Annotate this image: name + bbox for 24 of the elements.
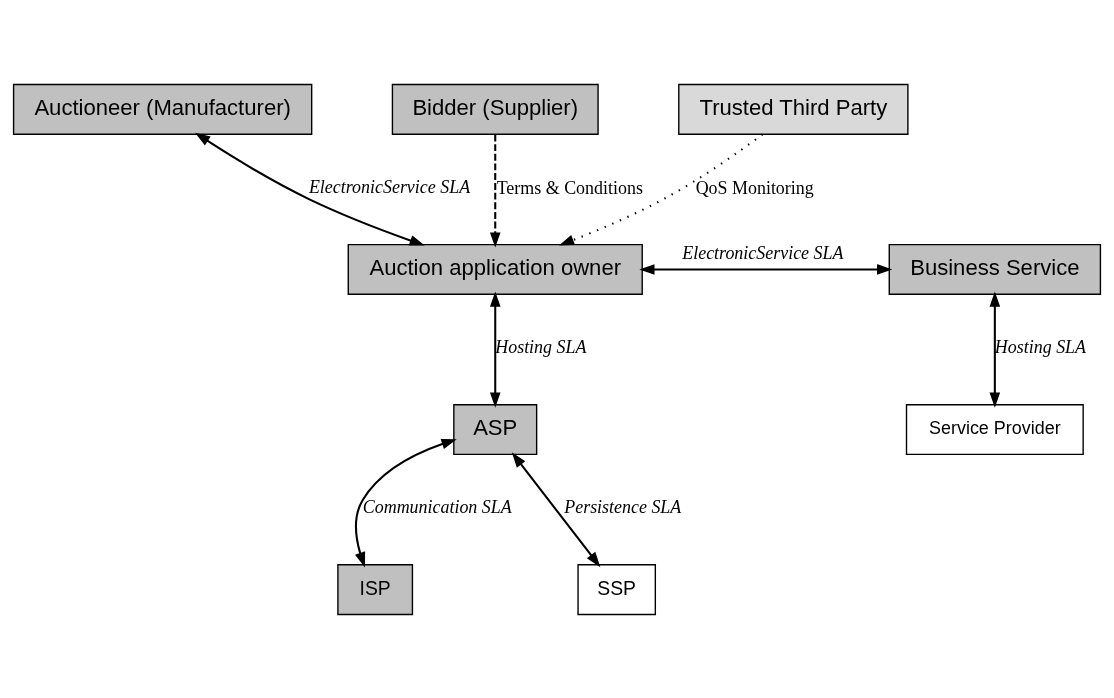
edge-label: Persistence SLA — [564, 496, 682, 517]
arrow — [489, 291, 501, 408]
edge-label: Communication SLA — [362, 496, 512, 517]
edge-label: ElectronicService SLA — [308, 176, 471, 197]
arrow — [639, 263, 893, 275]
arrow — [989, 291, 1001, 408]
edge-label: Terms & Conditions — [496, 177, 643, 198]
node-box: ASP — [453, 403, 538, 455]
edge-label: ElectronicService SLA — [682, 242, 844, 263]
node-box: SSP — [577, 563, 657, 615]
edge-label: Hosting SLA — [495, 336, 587, 357]
arrow — [195, 132, 425, 245]
node-box: Trusted Third Party — [678, 83, 909, 135]
edge-label: QoS Monitoring — [695, 177, 814, 198]
node-box: Service Provider — [905, 403, 1084, 455]
node-box: Bidder (Supplier) — [391, 83, 599, 135]
arrow — [558, 133, 764, 246]
arrow — [511, 451, 601, 567]
node-box: Business Service — [888, 243, 1102, 295]
node-box: ISP — [337, 563, 414, 615]
arrow — [355, 438, 457, 567]
arrow — [489, 134, 501, 248]
node-box: Auction application owner — [347, 243, 643, 295]
node-box: Auctioneer (Manufacturer) — [12, 83, 313, 135]
